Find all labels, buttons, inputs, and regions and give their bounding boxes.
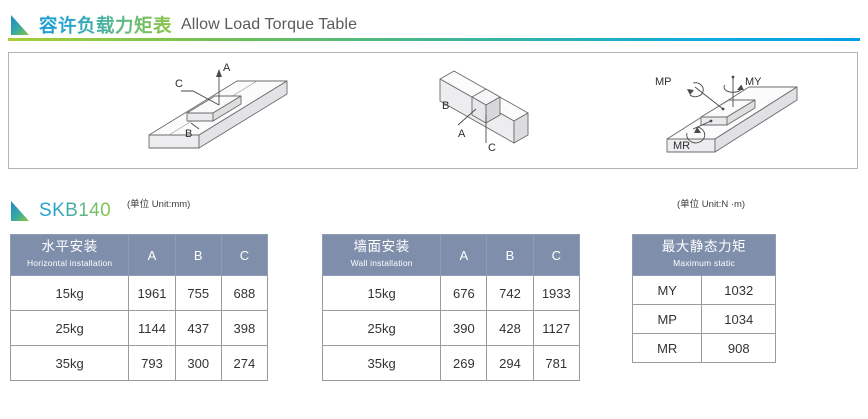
- cell-b: 437: [174, 310, 222, 346]
- gradient-triangle-icon: [11, 201, 29, 221]
- cell-a: 676: [440, 275, 488, 311]
- moment-value: 1034: [701, 304, 776, 334]
- table-row: 15kg 1961 755 688: [9, 275, 269, 311]
- row-load: 25kg: [9, 310, 130, 346]
- header-col-b: B: [486, 234, 534, 276]
- gradient-divider: [8, 38, 860, 41]
- row-load: 15kg: [321, 275, 442, 311]
- cell-a: 269: [440, 345, 488, 381]
- cell-b: 428: [486, 310, 534, 346]
- diagram-label-a: A: [458, 128, 466, 140]
- table-header-row: 水平安装 Horizontal installation A B C: [9, 234, 269, 276]
- row-load: 35kg: [9, 345, 130, 381]
- header-col-a: A: [440, 234, 488, 276]
- cell-c: 1127: [532, 310, 581, 346]
- diagram-panel: C A B (单位 Unit:mm) B A C: [8, 52, 858, 210]
- moment-value: 1032: [701, 275, 776, 305]
- cell-b: 294: [486, 345, 534, 381]
- cell-c: 1933: [532, 275, 581, 311]
- unit-label-nm: (单位 Unit:N ·m): [677, 199, 746, 210]
- cell-c: 781: [532, 345, 581, 381]
- section-title-en: Allow Load Torque Table: [181, 16, 358, 33]
- header-en-text: Maximum static: [673, 258, 735, 268]
- header-col-c: C: [220, 234, 269, 276]
- table-row: MP 1034: [631, 304, 776, 334]
- header-horizontal-install: 水平安装 Horizontal installation: [9, 234, 130, 276]
- header-cn-text: 最大静态力矩: [661, 239, 747, 254]
- diagram-label-a: A: [223, 62, 231, 74]
- gradient-triangle-icon: [11, 15, 29, 35]
- table-row: MY 1032: [631, 275, 776, 305]
- wall-mount-diagram: B A C: [439, 70, 529, 154]
- horizontal-mount-diagram: C A B: [148, 62, 288, 149]
- header-cn-text: 水平安装: [41, 239, 98, 254]
- cell-c: 274: [220, 345, 269, 381]
- maximum-static-table: 最大静态力矩 Maximum static MY 1032 MP 1034 MR…: [631, 234, 776, 363]
- cell-c: 688: [220, 275, 269, 311]
- header-col-a: A: [128, 234, 176, 276]
- diagram-label-b: B: [442, 100, 449, 112]
- table-row: 15kg 676 742 1933: [321, 275, 581, 311]
- wall-install-table: 墙面安装 Wall installation A B C 15kg 676 74…: [321, 234, 581, 381]
- diagram-label-b: B: [185, 128, 192, 140]
- moment-diagram: MP MY MR: [655, 75, 798, 153]
- header-wall-install: 墙面安装 Wall installation: [321, 234, 442, 276]
- horizontal-install-table: 水平安装 Horizontal installation A B C 15kg …: [9, 234, 269, 381]
- cell-b: 742: [486, 275, 534, 311]
- row-load: 35kg: [321, 345, 442, 381]
- header-cn-text: 墙面安装: [353, 239, 410, 254]
- cell-c: 398: [220, 310, 269, 346]
- moment-label-my: MY: [745, 76, 762, 88]
- table-row: 35kg 793 300 274: [9, 345, 269, 381]
- row-load: 25kg: [321, 310, 442, 346]
- cell-a: 793: [128, 345, 176, 381]
- moment-label: MP: [631, 304, 703, 334]
- table-header-row: 墙面安装 Wall installation A B C: [321, 234, 581, 276]
- table-row: 25kg 1144 437 398: [9, 310, 269, 346]
- header-en-text: Horizontal installation: [26, 258, 113, 268]
- moment-label: MR: [631, 333, 703, 363]
- table-row: 35kg 269 294 781: [321, 345, 581, 381]
- unit-label-mm: (单位 Unit:mm): [127, 199, 191, 210]
- cell-a: 390: [440, 310, 488, 346]
- cell-a: 1961: [128, 275, 176, 311]
- diagram-label-c: C: [175, 78, 183, 90]
- table-row: MR 908: [631, 333, 776, 363]
- table-row: 25kg 390 428 1127: [321, 310, 581, 346]
- moment-label-mp: MP: [655, 76, 672, 88]
- header-en-text: Wall installation: [350, 258, 413, 268]
- header-maximum-static: 最大静态力矩 Maximum static: [632, 234, 776, 276]
- row-load: 15kg: [9, 275, 130, 311]
- moment-label-mr: MR: [673, 140, 690, 152]
- moment-label: MY: [631, 275, 703, 305]
- cell-a: 1144: [128, 310, 176, 346]
- model-header: SKB140: [0, 200, 111, 222]
- header-col-c: C: [532, 234, 581, 276]
- section-header: 容许负载力矩表 Allow Load Torque Table: [0, 8, 868, 42]
- cell-b: 300: [174, 345, 222, 381]
- cell-b: 755: [174, 275, 222, 311]
- moment-value: 908: [701, 333, 776, 363]
- table-header-row: 最大静态力矩 Maximum static: [632, 234, 776, 276]
- header-col-b: B: [174, 234, 222, 276]
- model-name: SKB140: [39, 200, 112, 221]
- section-title-cn: 容许负载力矩表: [39, 12, 172, 38]
- diagram-label-c: C: [488, 142, 496, 154]
